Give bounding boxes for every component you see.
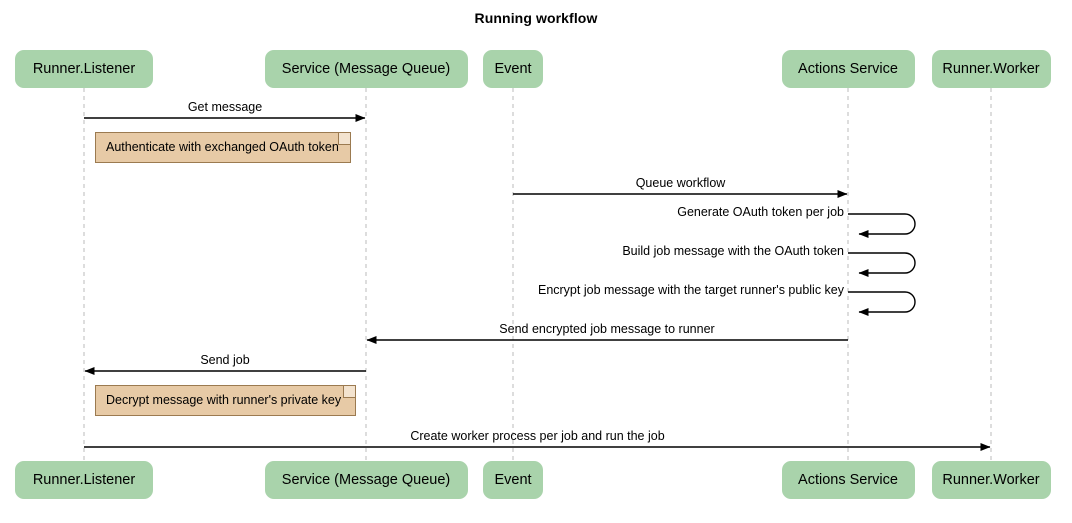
participant-label: Service (Message Queue) bbox=[281, 472, 451, 488]
participant-label: Actions Service bbox=[798, 472, 898, 488]
participant-event-top[interactable]: Event bbox=[483, 50, 543, 88]
message-generate-oauth-token-per-job bbox=[848, 213, 916, 238]
message-label-create-worker-process-per-job-and-run-the-job: Create worker process per job and run th… bbox=[410, 429, 665, 443]
participant-event-bottom[interactable]: Event bbox=[483, 461, 543, 499]
participant-runner-worker-top[interactable]: Runner.Worker bbox=[931, 50, 1051, 88]
participant-service-message-queue-bottom[interactable]: Service (Message Queue) bbox=[264, 461, 468, 499]
participant-service-message-queue-top[interactable]: Service (Message Queue) bbox=[264, 50, 468, 88]
message-label-build-job-message-with-the-oauth-token: Build job message with the OAuth token bbox=[622, 244, 844, 258]
participant-label: Runner.Worker bbox=[942, 61, 1040, 77]
participant-runner-worker-bottom[interactable]: Runner.Worker bbox=[931, 461, 1051, 499]
message-arrows bbox=[84, 114, 991, 451]
participant-actions-service-bottom[interactable]: Actions Service bbox=[781, 461, 915, 499]
message-label-send-encrypted-job-message-to-runner: Send encrypted job message to runner bbox=[499, 322, 715, 336]
participant-label: Event bbox=[494, 61, 532, 77]
participant-label: Actions Service bbox=[798, 61, 898, 77]
note-label: Authenticate with exchanged OAuth token bbox=[106, 140, 339, 154]
message-label-send-job: Send job bbox=[200, 353, 250, 367]
message-label-encrypt-job-message-with-the-target-runners-public-key: Encrypt job message with the target runn… bbox=[537, 283, 844, 297]
participant-label: Service (Message Queue) bbox=[281, 61, 451, 77]
message-label-generate-oauth-token-per-job: Generate OAuth token per job bbox=[677, 205, 844, 219]
message-encrypt-job-message-with-the-target-runners-public-key bbox=[848, 291, 916, 316]
note-authenticate-with-exchanged-oauth-token: Authenticate with exchanged OAuth token bbox=[95, 132, 351, 163]
note-fold-corner-icon bbox=[338, 133, 350, 145]
lifelines bbox=[83, 88, 992, 461]
participant-runner-listener-bottom[interactable]: Runner.Listener bbox=[15, 461, 153, 499]
note-decrypt-message-with-runners-private-key: Decrypt message with runner's private ke… bbox=[95, 385, 356, 416]
participant-runner-listener-top[interactable]: Runner.Listener bbox=[15, 50, 153, 88]
participant-label: Runner.Worker bbox=[942, 472, 1040, 488]
participant-actions-service-top[interactable]: Actions Service bbox=[781, 50, 915, 88]
note-label: Decrypt message with runner's private ke… bbox=[106, 393, 342, 407]
participant-label: Event bbox=[494, 472, 532, 488]
message-label-queue-workflow: Queue workflow bbox=[635, 176, 726, 190]
participant-label: Runner.Listener bbox=[32, 472, 136, 488]
message-label-get-message: Get message bbox=[187, 100, 263, 114]
page-title: Running workflow bbox=[474, 10, 598, 26]
message-build-job-message-with-the-oauth-token bbox=[848, 252, 916, 277]
participant-label: Runner.Listener bbox=[32, 61, 136, 77]
note-fold-corner-icon bbox=[343, 386, 355, 398]
